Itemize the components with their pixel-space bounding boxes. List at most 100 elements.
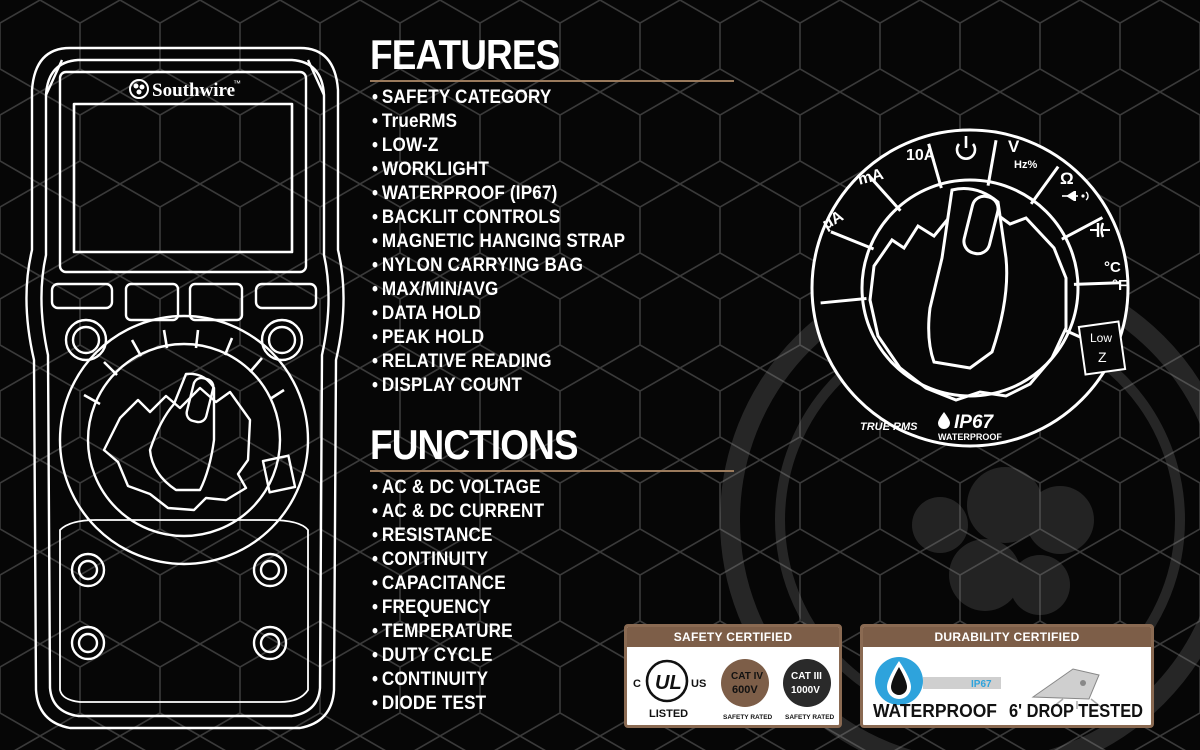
cat3-text: CAT III <box>791 671 822 682</box>
bullet-icon: • <box>372 573 379 594</box>
dial-knob <box>868 206 1068 402</box>
features-item-label: TrueRMS <box>381 111 458 132</box>
round-button-right-inner <box>267 325 297 355</box>
round-button-left-inner <box>71 325 101 355</box>
bullet-icon: • <box>372 525 379 546</box>
features-item: •SAFETY CATEGORY <box>372 86 625 110</box>
bullet-icon: • <box>372 183 379 204</box>
functions-item: •TEMPERATURE <box>372 620 544 644</box>
bullet-icon: • <box>372 279 379 300</box>
functions-item: •AC & DC VOLTAGE <box>372 476 544 500</box>
functions-item-label: AC & DC VOLTAGE <box>381 477 541 498</box>
bullet-icon: • <box>372 693 379 714</box>
features-item-label: NYLON CARRYING BAG <box>381 255 584 276</box>
dial-label-celsius: °C <box>1104 259 1121 276</box>
ul-listed-mark: C UL US LISTED <box>633 659 706 720</box>
functions-list: •AC & DC VOLTAGE•AC & DC CURRENT•RESISTA… <box>372 476 563 716</box>
functions-item: •AC & DC CURRENT <box>372 500 544 524</box>
ul-us-text: US <box>691 678 706 690</box>
durability-marks: IP67 WATERPROOF 6' DROP TESTED <box>873 657 1143 721</box>
cat3-rated: SAFETY RATED <box>785 714 835 721</box>
dial-label-ohm: Ω <box>1060 169 1074 188</box>
functions-item-label: CONTINUITY <box>381 669 489 690</box>
meter-dial-ticks <box>83 329 285 406</box>
bullet-icon: • <box>372 207 379 228</box>
cat4-text: CAT IV <box>731 671 763 682</box>
features-item-label: MAGNETIC HANGING STRAP <box>381 231 626 252</box>
durability-certified-title: DURABILITY CERTIFIED <box>863 627 1151 647</box>
features-title: FEATURES <box>370 31 560 78</box>
ul-listed-text: LISTED <box>649 708 688 720</box>
features-item-label: PEAK HOLD <box>381 327 485 348</box>
features-item: •WATERPROOF (IP67) <box>372 182 625 206</box>
meter-dial-knob <box>102 386 252 512</box>
button-right-mid <box>188 282 244 322</box>
features-item: •BACKLIT CONTROLS <box>372 206 625 230</box>
functions-item: •RESISTANCE <box>372 524 544 548</box>
bullet-icon: • <box>372 621 379 642</box>
ul-mark-text: UL <box>655 672 682 694</box>
functions-item-label: DIODE TEST <box>381 693 487 714</box>
bullet-icon: • <box>372 303 379 324</box>
round-button-left <box>64 318 108 362</box>
features-item: •MAX/MIN/AVG <box>372 278 625 302</box>
features-item-label: RELATIVE READING <box>381 351 552 372</box>
functions-title: FUNCTIONS <box>370 421 579 468</box>
features-item: •WORKLIGHT <box>372 158 625 182</box>
bullet-icon: • <box>372 255 379 276</box>
meter-body-outline <box>25 46 345 730</box>
safety-certified-badge: SAFETY CERTIFIED C UL US LISTED CAT IV 6… <box>624 624 842 728</box>
power-icon <box>955 136 977 160</box>
button-left-outer <box>50 282 114 310</box>
features-item: •NYLON CARRYING BAG <box>372 254 625 278</box>
cat4-voltage: 600V <box>732 684 758 696</box>
dial-lowz-box <box>1077 320 1127 376</box>
meter-dial-outer <box>86 342 282 538</box>
round-button-right <box>260 318 304 362</box>
functions-divider <box>370 470 734 472</box>
bullet-icon: • <box>372 351 379 372</box>
dial-pointer <box>927 187 1009 370</box>
cat-iv-600v-mark: CAT IV 600V SAFETY RATED <box>721 659 773 721</box>
dial-pointer-slot <box>962 194 1000 256</box>
ip67-drop-icon <box>938 412 950 429</box>
functions-item-label: TEMPERATURE <box>381 621 513 642</box>
dial-segment-dividers <box>820 140 1120 351</box>
functions-item-label: DUTY CYCLE <box>381 645 493 666</box>
cat4-rated: SAFETY RATED <box>723 714 773 721</box>
dial-label-10a: 10A <box>906 147 936 164</box>
brand-name: Southwire <box>152 80 235 101</box>
functions-item-label: FREQUENCY <box>381 597 491 618</box>
southwire-logo <box>129 79 149 99</box>
features-item: •DISPLAY COUNT <box>372 374 625 398</box>
input-jacks <box>70 552 288 661</box>
meter-lower-panel <box>59 519 309 703</box>
truerms-logo: TRUE RMS <box>860 421 918 433</box>
bullet-icon: • <box>372 231 379 252</box>
features-item-label: WORKLIGHT <box>381 159 489 180</box>
bullet-icon: • <box>372 111 379 132</box>
meter-dial-ring <box>58 314 310 566</box>
meter-top-corner-left <box>44 59 64 96</box>
brand-trademark: ™ <box>233 79 241 88</box>
waterproof-drop-icon <box>875 657 923 705</box>
safety-certified-title: SAFETY CERTIFIED <box>627 627 839 647</box>
meter-dial-pointer-slot <box>185 376 215 424</box>
functions-item: •DUTY CYCLE <box>372 644 544 668</box>
bullet-icon: • <box>372 87 379 108</box>
functions-item-label: CONTINUITY <box>381 549 489 570</box>
features-item: •LOW-Z <box>372 134 625 158</box>
features-item: •DATA HOLD <box>372 302 625 326</box>
button-right-outer <box>254 282 318 310</box>
bullet-icon: • <box>372 597 379 618</box>
bullet-icon: • <box>372 159 379 180</box>
functions-item: •CONTINUITY <box>372 668 544 692</box>
button-left-mid <box>124 282 180 322</box>
waterproof-text: WATERPROOF <box>873 701 997 721</box>
features-item-label: DISPLAY COUNT <box>381 375 523 396</box>
drop-tested-icon <box>1031 668 1102 709</box>
features-divider <box>370 80 734 82</box>
durability-certified-badge: DURABILITY CERTIFIED IP67 WATERPROOF 6' … <box>860 624 1154 728</box>
meter-inner-outline <box>40 58 330 718</box>
bullet-icon: • <box>372 669 379 690</box>
